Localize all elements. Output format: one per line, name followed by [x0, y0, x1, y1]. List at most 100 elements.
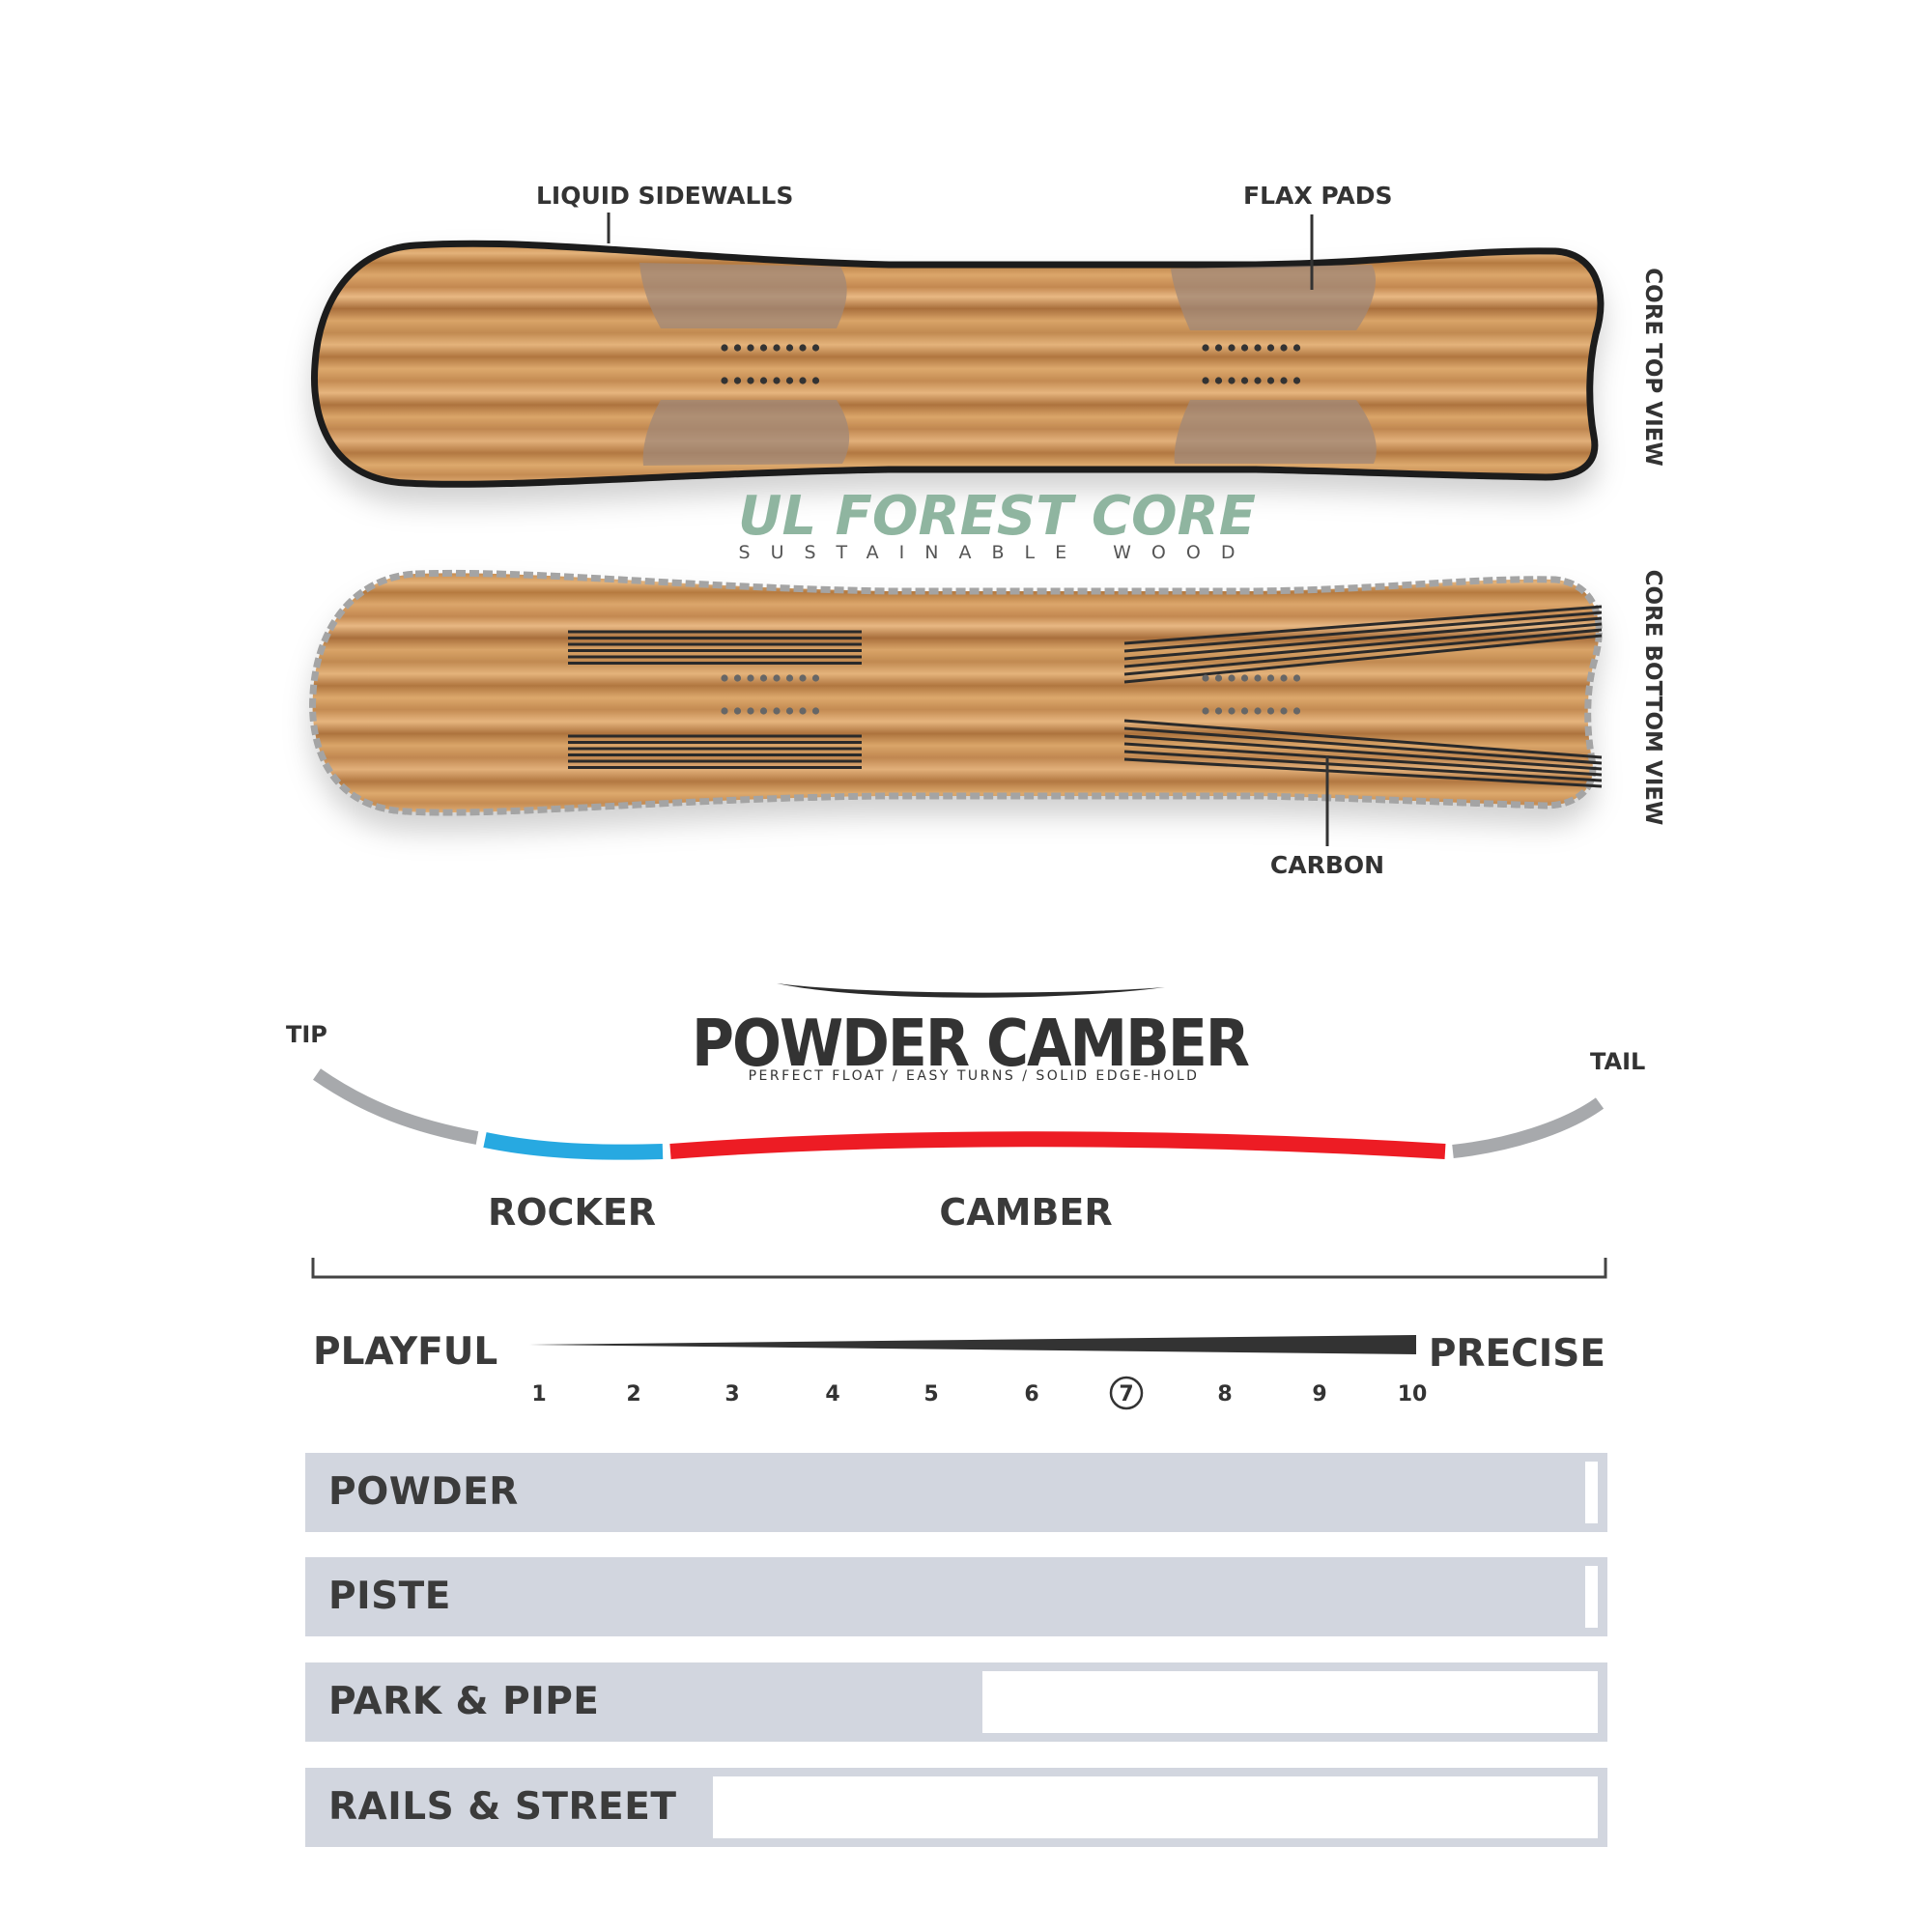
flex-tick-5: 5: [923, 1382, 938, 1406]
insert-hole: [785, 377, 794, 384]
core-bottom-view-label: CORE BOTTOM VIEW: [1640, 570, 1665, 826]
flex-wedge: [529, 1335, 1416, 1354]
insert-hole: [733, 344, 742, 352]
insert-hole: [1280, 707, 1288, 715]
insert-hole: [759, 674, 768, 682]
terrain-row: RAILS & STREET: [305, 1768, 1607, 1847]
insert-hole: [773, 377, 781, 384]
flax-pad: [639, 263, 847, 328]
flex-right-label: PRECISE: [1429, 1332, 1605, 1376]
flex-tick-1: 1: [531, 1382, 546, 1406]
insert-hole: [747, 707, 754, 715]
insert-hole: [721, 377, 728, 384]
flex-tick-8: 8: [1217, 1382, 1232, 1406]
insert-hole: [1254, 344, 1262, 352]
carbon-stringers: [568, 605, 1603, 788]
insert-hole: [733, 707, 742, 715]
terrain-label: PISTE: [328, 1575, 451, 1618]
insert-holes-bottom: [721, 674, 1301, 715]
insert-hole: [1240, 344, 1249, 352]
insert-hole: [747, 344, 754, 352]
insert-hole: [1228, 674, 1236, 682]
flex-tick-6: 6: [1024, 1382, 1038, 1406]
insert-hole: [1254, 674, 1262, 682]
flax-pad: [1171, 265, 1377, 330]
flex-tick-10: 10: [1398, 1382, 1428, 1406]
insert-hole: [799, 344, 807, 352]
insert-hole: [811, 377, 820, 384]
insert-hole: [1214, 377, 1223, 384]
insert-hole: [1240, 674, 1249, 682]
profile-title-swoosh: [777, 983, 1165, 998]
insert-hole: [1266, 344, 1275, 352]
insert-hole: [1254, 377, 1262, 384]
insert-hole: [1214, 674, 1223, 682]
carbon-stripe: [1123, 734, 1603, 771]
insert-hole: [1280, 344, 1288, 352]
camber-section: [669, 1131, 1446, 1159]
insert-hole: [1228, 344, 1236, 352]
length-bracket: [311, 1258, 1607, 1279]
insert-hole: [1280, 377, 1288, 384]
rocker-label: ROCKER: [488, 1191, 656, 1234]
insert-hole: [811, 707, 820, 715]
insert-hole: [1228, 707, 1236, 715]
insert-hole: [733, 674, 742, 682]
insert-hole: [747, 674, 754, 682]
terrain-row: PARK & PIPE: [305, 1662, 1607, 1742]
flax-pad: [642, 400, 850, 466]
carbon-stripe: [1123, 750, 1603, 782]
board-top-view: [311, 240, 1605, 488]
insert-hole: [1228, 377, 1236, 384]
insert-hole: [1214, 344, 1223, 352]
insert-hole: [1202, 674, 1209, 682]
liquid-sidewalls-label: LIQUID SIDEWALLS: [536, 182, 793, 210]
carbon-stripe: [1123, 611, 1603, 653]
insert-hole: [1202, 377, 1209, 384]
insert-hole: [773, 674, 781, 682]
terrain-row: POWDER: [305, 1453, 1607, 1532]
insert-hole: [1240, 377, 1249, 384]
insert-hole: [785, 674, 794, 682]
insert-hole: [721, 674, 728, 682]
insert-hole: [1214, 707, 1223, 715]
insert-hole: [1293, 707, 1301, 715]
insert-hole: [759, 344, 768, 352]
profile-tagline: PERFECT FLOAT / EASY TURNS / SOLID EDGE-…: [749, 1068, 1200, 1084]
insert-hole: [1254, 707, 1262, 715]
flex-tick-7: 7: [1119, 1382, 1133, 1406]
carbon-stripe: [1123, 742, 1603, 777]
insert-hole: [1293, 674, 1301, 682]
tail-section: [1452, 1097, 1605, 1158]
terrain-empty-fill: [1584, 1566, 1598, 1628]
insert-hole: [785, 707, 794, 715]
insert-hole: [1202, 344, 1209, 352]
flax-pad: [1174, 400, 1377, 464]
core-subtitle: SUSTAINABLE WOOD: [739, 542, 1256, 563]
terrain-label: POWDER: [328, 1470, 519, 1514]
insert-hole: [1280, 674, 1288, 682]
flex-selected-marker: [1109, 1376, 1144, 1410]
terrain-empty-fill: [1584, 1462, 1598, 1523]
insert-holes-top: [721, 344, 1301, 384]
insert-hole: [721, 707, 728, 715]
carbon-stripe: [1123, 616, 1603, 661]
core-title: UL FOREST CORE: [738, 485, 1256, 548]
flex-tick-2: 2: [626, 1382, 640, 1406]
insert-hole: [1202, 707, 1209, 715]
flex-tick-3: 3: [724, 1382, 739, 1406]
insert-hole: [1293, 377, 1301, 384]
profile-title: POWDER CAMBER: [692, 1007, 1249, 1082]
insert-hole: [1293, 344, 1301, 352]
carbon-stripe: [1123, 605, 1603, 645]
insert-hole: [721, 344, 728, 352]
insert-hole: [785, 344, 794, 352]
rocker-section: [483, 1132, 664, 1160]
camber-profile: POWDER CAMBER PERFECT FLOAT / EASY TURNS…: [286, 983, 1645, 1279]
terrain-row: PISTE: [305, 1557, 1607, 1636]
terrain-empty-fill: [712, 1776, 1598, 1838]
insert-hole: [799, 674, 807, 682]
carbon-stripe: [1123, 634, 1603, 684]
